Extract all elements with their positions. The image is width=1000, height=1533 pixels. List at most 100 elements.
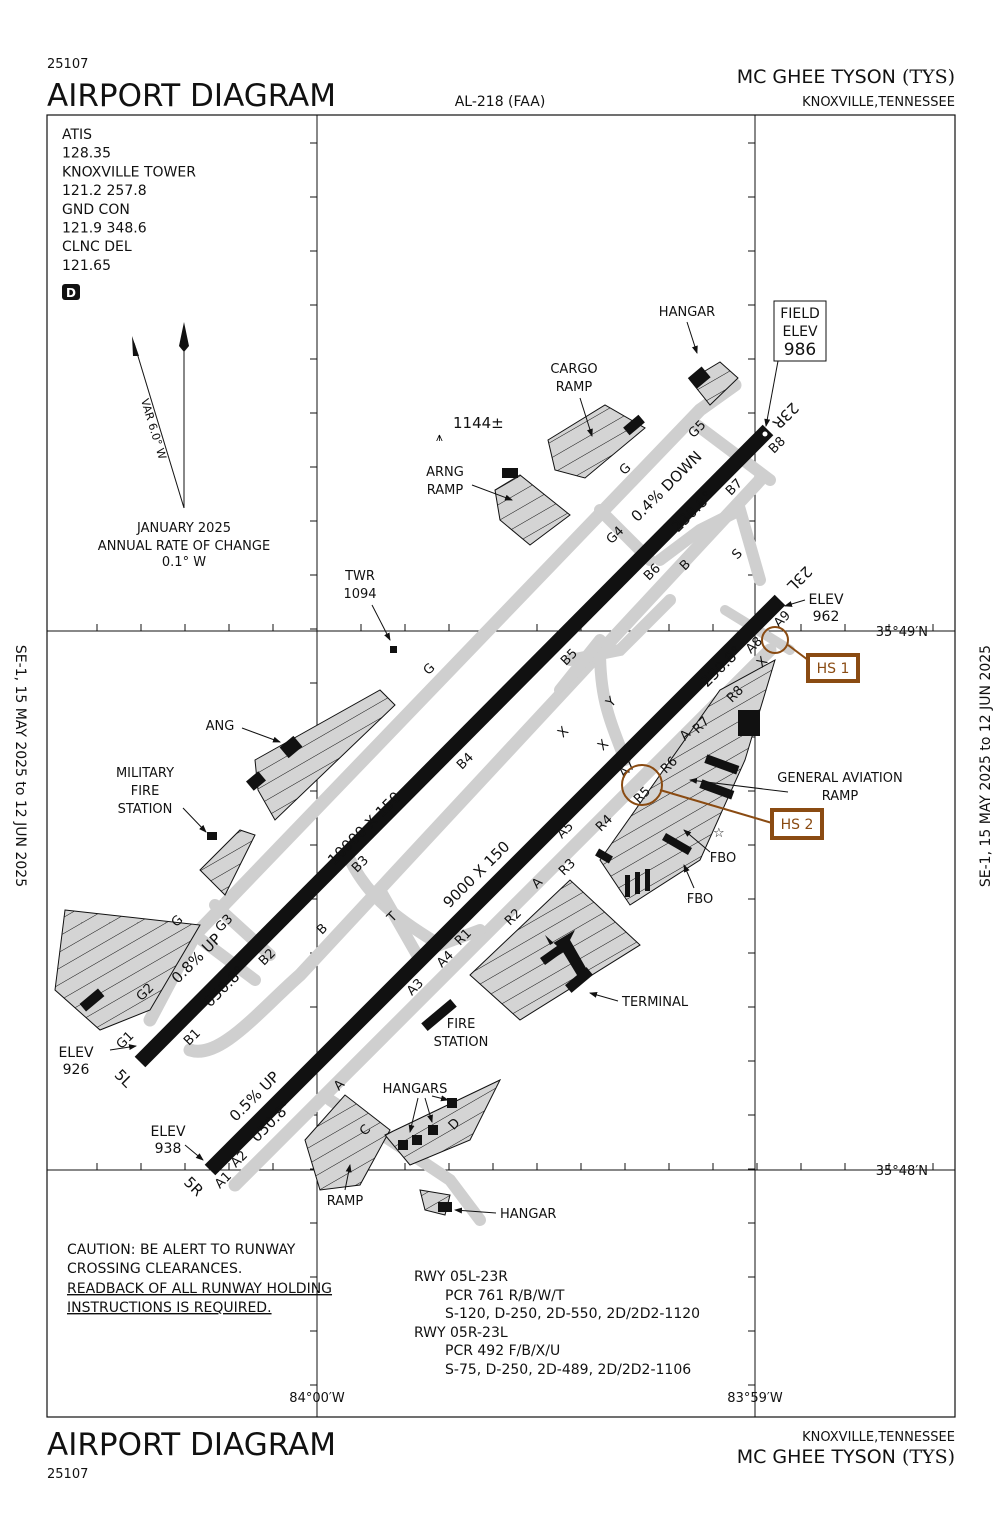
svg-text:CARGO: CARGO [550, 362, 597, 377]
svg-text:FIRE: FIRE [131, 784, 160, 799]
hangar-ne-area [689, 361, 739, 406]
field-elev-line2: ELEV [782, 324, 817, 340]
svg-text:S-120, D-250, 2D-550, 2D/2D2-1: S-120, D-250, 2D-550, 2D/2D2-1120 [445, 1306, 700, 1322]
footer-title: AIRPORT DIAGRAM [47, 1427, 336, 1463]
frequency-line: 121.9 348.6 [62, 221, 147, 237]
runway-strength-data: RWY 05L-23R PCR 761 R/B/W/T S-120, D-250… [414, 1269, 700, 1378]
fbo-star-icon: ☆ [713, 826, 725, 841]
frequency-line: 121.2 257.8 [62, 183, 147, 199]
facility-labels: HANGAR CARGO RAMP ARNG RAMP TWR 1094 ANG… [116, 305, 903, 1222]
svg-text:RWY 05L-23R: RWY 05L-23R [414, 1269, 508, 1285]
annual-change-line3: 0.1° W [162, 555, 206, 570]
annual-change-line2: ANNUAL RATE OF CHANGE [98, 539, 270, 554]
svg-text:GENERAL AVIATION: GENERAL AVIATION [777, 771, 902, 786]
runway-23r-light [762, 431, 768, 437]
taxiway-label-x: X [595, 737, 612, 754]
svg-text:FBO: FBO [710, 851, 736, 866]
svg-text:CAUTION: BE ALERT TO RUNWAY: CAUTION: BE ALERT TO RUNWAY [67, 1242, 296, 1258]
field-elev-pointer [764, 360, 779, 427]
svg-text:STATION: STATION [434, 1035, 489, 1050]
svg-text:FBO: FBO [687, 892, 713, 907]
airport-location: KNOXVILLE,TENNESSEE [802, 95, 955, 110]
footer-chart-number: 25107 [47, 1467, 88, 1482]
procedure-id: AL-218 (FAA) [455, 94, 546, 110]
obstacle-height: 1144± [453, 414, 504, 432]
frequency-line: CLNC DEL [62, 239, 132, 255]
svg-text:HANGAR: HANGAR [659, 305, 715, 320]
field-elev-value: 986 [784, 340, 816, 360]
svg-text:RAMP: RAMP [427, 483, 464, 498]
field-elev-line1: FIELD [780, 306, 820, 322]
chart-number: 25107 [47, 57, 88, 72]
svg-text:938: 938 [155, 1141, 182, 1157]
svg-text:HS 1: HS 1 [817, 661, 850, 677]
cargo-ramp-area [547, 404, 646, 479]
annual-change-line1: JANUARY 2025 [136, 521, 231, 536]
svg-text:S-75, D-250, 2D-489, 2D/2D2-11: S-75, D-250, 2D-489, 2D/2D2-1106 [445, 1362, 691, 1378]
frequency-line: 121.65 [62, 258, 111, 274]
field-elev-box [773, 300, 827, 362]
magnetic-variation: VAR 6.0° W [138, 397, 169, 461]
svg-text:962: 962 [813, 609, 840, 625]
svg-text:ELEV: ELEV [808, 592, 843, 608]
airport-name: MC GHEE TYSON (TYS) [737, 66, 955, 88]
svg-text:HANGAR: HANGAR [500, 1207, 556, 1222]
footer-airport-name: MC GHEE TYSON (TYS) [737, 1446, 955, 1468]
svg-text:926: 926 [63, 1062, 90, 1078]
svg-text:5R: 5R [180, 1173, 207, 1200]
taxiway-label-x: X [555, 724, 572, 741]
class-d-letter: D [66, 286, 76, 300]
north-arrow [132, 322, 189, 509]
buildings [79, 366, 760, 1212]
svg-text:FIRE: FIRE [447, 1017, 476, 1032]
frequency-line: 128.35 [62, 146, 111, 162]
svg-text:RAMP: RAMP [327, 1194, 364, 1209]
hot-spot-1[interactable]: HS 1 [761, 626, 860, 683]
lon-west-label: 84°00′W [289, 1391, 345, 1406]
arng-ramp-area [494, 474, 571, 546]
svg-text:READBACK OF ALL RUNWAY HOLDING: READBACK OF ALL RUNWAY HOLDING [67, 1281, 332, 1297]
frequency-line: GND CON [62, 202, 130, 218]
svg-text:RWY 05R-23L: RWY 05R-23L [414, 1325, 508, 1341]
svg-text:ANG: ANG [206, 719, 235, 734]
chart-frame [46, 114, 956, 1418]
svg-text:HANGARS: HANGARS [383, 1082, 448, 1097]
south-ramp-area [304, 1094, 391, 1191]
chart-title: AIRPORT DIAGRAM [47, 78, 336, 114]
caution-note: CAUTION: BE ALERT TO RUNWAY CROSSING CLE… [67, 1242, 332, 1316]
svg-text:HS 2: HS 2 [781, 817, 814, 833]
runway-05L-23R[interactable] [134, 424, 774, 1068]
svg-text:RAMP: RAMP [822, 789, 859, 804]
svg-text:23L: 23L [783, 562, 816, 595]
ga-ramp-area [599, 658, 776, 906]
hot-spot-2[interactable]: HS 2 [621, 764, 824, 840]
svg-text:RAMP: RAMP [556, 380, 593, 395]
lon-east-label: 83°59′W [727, 1391, 783, 1406]
svg-text:1094: 1094 [343, 587, 376, 602]
svg-text:PCR 761 R/B/W/T: PCR 761 R/B/W/T [445, 1288, 565, 1304]
footer-location: KNOXVILLE,TENNESSEE [802, 1430, 955, 1445]
svg-text:TERMINAL: TERMINAL [621, 995, 689, 1010]
taxiway-label-s: S [729, 546, 745, 562]
svg-text:TWR: TWR [344, 569, 375, 584]
svg-text:CROSSING CLEARANCES.: CROSSING CLEARANCES. [67, 1261, 242, 1277]
lat-north-label: 35°49′N [876, 625, 928, 640]
runway-05R-23L[interactable] [204, 594, 786, 1176]
svg-text:5L: 5L [111, 1066, 137, 1092]
frequency-line: ATIS [62, 127, 92, 143]
svg-text:STATION: STATION [118, 802, 173, 817]
svg-text:INSTRUCTIONS IS REQUIRED.: INSTRUCTIONS IS REQUIRED. [67, 1300, 272, 1316]
svg-text:ELEV: ELEV [150, 1124, 185, 1140]
military-ramp-area [199, 829, 256, 896]
svg-text:23R: 23R [769, 399, 803, 433]
side-date-right: SE-1, 15 MAY 2025 to 12 JUN 2025 [978, 645, 994, 887]
svg-text:PCR 492 F/B/X/U: PCR 492 F/B/X/U [445, 1343, 560, 1359]
svg-text:ELEV: ELEV [58, 1045, 93, 1061]
obstacle-icon: ⩚ [436, 430, 443, 444]
svg-text:MILITARY: MILITARY [116, 766, 174, 781]
taxiway-label-b4: B4 [454, 750, 477, 773]
frequency-line: KNOXVILLE TOWER [62, 164, 196, 180]
lat-south-label: 35°48′N [876, 1164, 928, 1179]
